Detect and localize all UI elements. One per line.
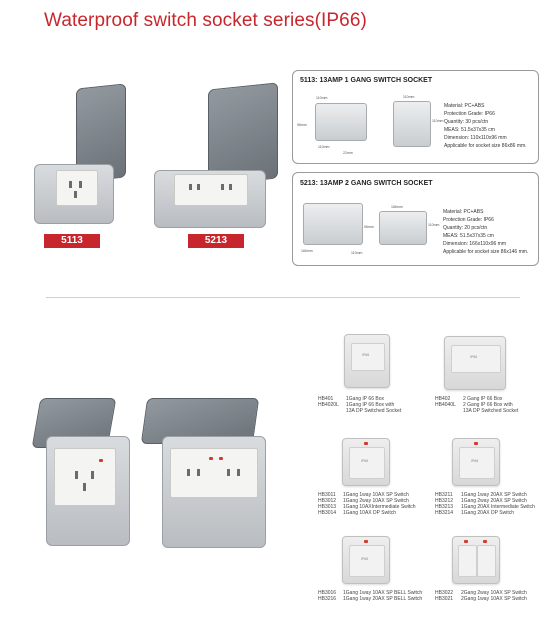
spec-card-5113: 5113: 13AMP 1 GANG SWITCH SOCKET 110mm 9…	[292, 70, 539, 164]
module-face-label: IP66	[470, 355, 478, 359]
spec-title: 5113: 13AMP 1 GANG SWITCH SOCKET	[300, 77, 433, 84]
dimension-label: 166mm	[391, 205, 403, 209]
product-photo-double-open	[140, 392, 270, 552]
box-drawing-top	[393, 101, 431, 147]
module-face-label: IP66	[361, 557, 369, 561]
spec-line: MEAS: 51.5x37x35 cm	[443, 233, 494, 239]
spec-line: MEAS: 51.5x37x35 cm	[444, 127, 495, 133]
spec-line: Dimension: 166x110x96 mm	[443, 241, 506, 247]
spec-line: Quantity: 30 pcs/ctn	[444, 119, 489, 125]
spec-line: Dimension: 110x110x96 mm	[444, 135, 507, 141]
module-hb402: IP66	[444, 336, 506, 390]
spec-line: Protection Grade: IP66	[443, 217, 494, 223]
module-hb3011: IP66	[342, 438, 390, 486]
product-photo-5213	[150, 74, 280, 234]
spec-line: Material: PC+ABS	[444, 103, 485, 109]
module-face-label: IP66	[361, 459, 369, 463]
socket-face	[56, 170, 98, 206]
box-drawing-front	[303, 203, 363, 245]
product-code-tag: 5213	[188, 234, 244, 248]
module-hb3022	[452, 536, 500, 584]
spec-card-5213: 5213: 13AMP 2 GANG SWITCH SOCKET 166mm 1…	[292, 172, 539, 266]
dimension-label: 110mm	[316, 96, 328, 100]
product-photo-5113	[28, 78, 128, 228]
product-photo-single-open	[31, 392, 134, 552]
dimension-label: 22mm	[343, 151, 353, 155]
module-hb3016: IP66	[342, 536, 390, 584]
spec-line: Applicable for socket size 86x146 mm.	[443, 249, 529, 255]
spec-line: Applicable for socket size 86x86 mm.	[444, 143, 527, 149]
dimension-label: 96mm	[297, 123, 307, 127]
box-drawing-top	[379, 211, 427, 245]
box-drawing-front	[315, 103, 367, 141]
socket-face	[174, 174, 248, 206]
dimension-label: 96mm	[364, 225, 374, 229]
module-hb3211: IP66	[452, 438, 500, 486]
dimension-label: 110mm	[432, 119, 444, 123]
section-divider	[46, 297, 520, 298]
spec-line: Protection Grade: IP66	[444, 111, 495, 117]
module-hb401: IP66	[344, 334, 390, 388]
dimension-label: 110mm	[403, 95, 415, 99]
product-code-tag: 5113	[44, 234, 100, 248]
socket-face	[54, 448, 116, 506]
page-title: Waterproof switch socket series(IP66)	[44, 10, 367, 31]
dimension-label: 110mm	[428, 223, 440, 227]
module-face-label: IP66	[362, 353, 370, 357]
dimension-label: 166mm	[301, 249, 313, 253]
dimension-label: 110mm	[318, 145, 330, 149]
dimension-label: 110mm	[351, 251, 363, 255]
socket-face	[170, 448, 258, 498]
spec-line: Quantity: 20 pcs/ctn	[443, 225, 488, 231]
spec-title: 5213: 13AMP 2 GANG SWITCH SOCKET	[300, 180, 433, 187]
module-face-label: IP66	[471, 459, 479, 463]
spec-line: Material: PC+ABS	[443, 209, 484, 215]
